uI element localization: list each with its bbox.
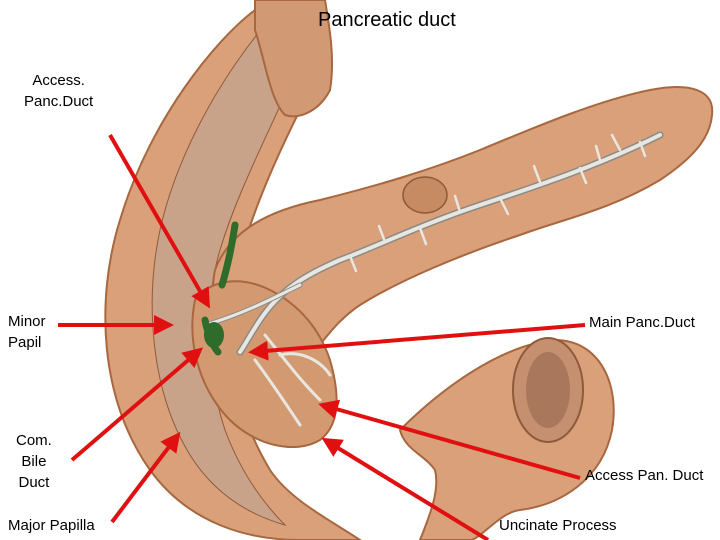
page-title: Pancreatic duct [318, 9, 456, 31]
side-branches [348, 133, 647, 273]
arrow-main-panc-duct [248, 323, 586, 361]
intestine-loop [398, 338, 615, 540]
label-main-panc-duct: Main Panc.Duct [589, 314, 695, 331]
duodenum-bulb [254, 0, 334, 118]
label-major-papilla: Major Papilla [8, 517, 95, 534]
main-duct-fill [238, 133, 662, 354]
arrow-com-bile-duct [70, 347, 204, 462]
arrow-access-panc-duct [108, 134, 210, 309]
accessory-duct-fill [203, 283, 302, 327]
label-uncinate-process: Uncinate Process [499, 517, 617, 534]
arrow-group [58, 134, 586, 540]
bile-duct-ampulla [204, 322, 224, 348]
intestine-lumen-inner [526, 352, 570, 428]
label-com-bile-duct: Com. Bile Duct [16, 432, 52, 491]
pancreas-head [191, 280, 338, 448]
pancreas-nodule [402, 176, 448, 214]
label-minor-papil: Minor Papil [8, 313, 46, 351]
label-access-pan-duct: Access Pan. Duct [585, 467, 704, 484]
label-access-panc-duct: Access. Panc.Duct [24, 72, 94, 110]
duodenum-mucosa [151, 19, 291, 527]
arrow-access-pan-duct [318, 399, 581, 480]
arrow-uncinate-process [321, 437, 490, 540]
head-branches [253, 333, 332, 427]
arrow-major-papilla [110, 431, 181, 524]
